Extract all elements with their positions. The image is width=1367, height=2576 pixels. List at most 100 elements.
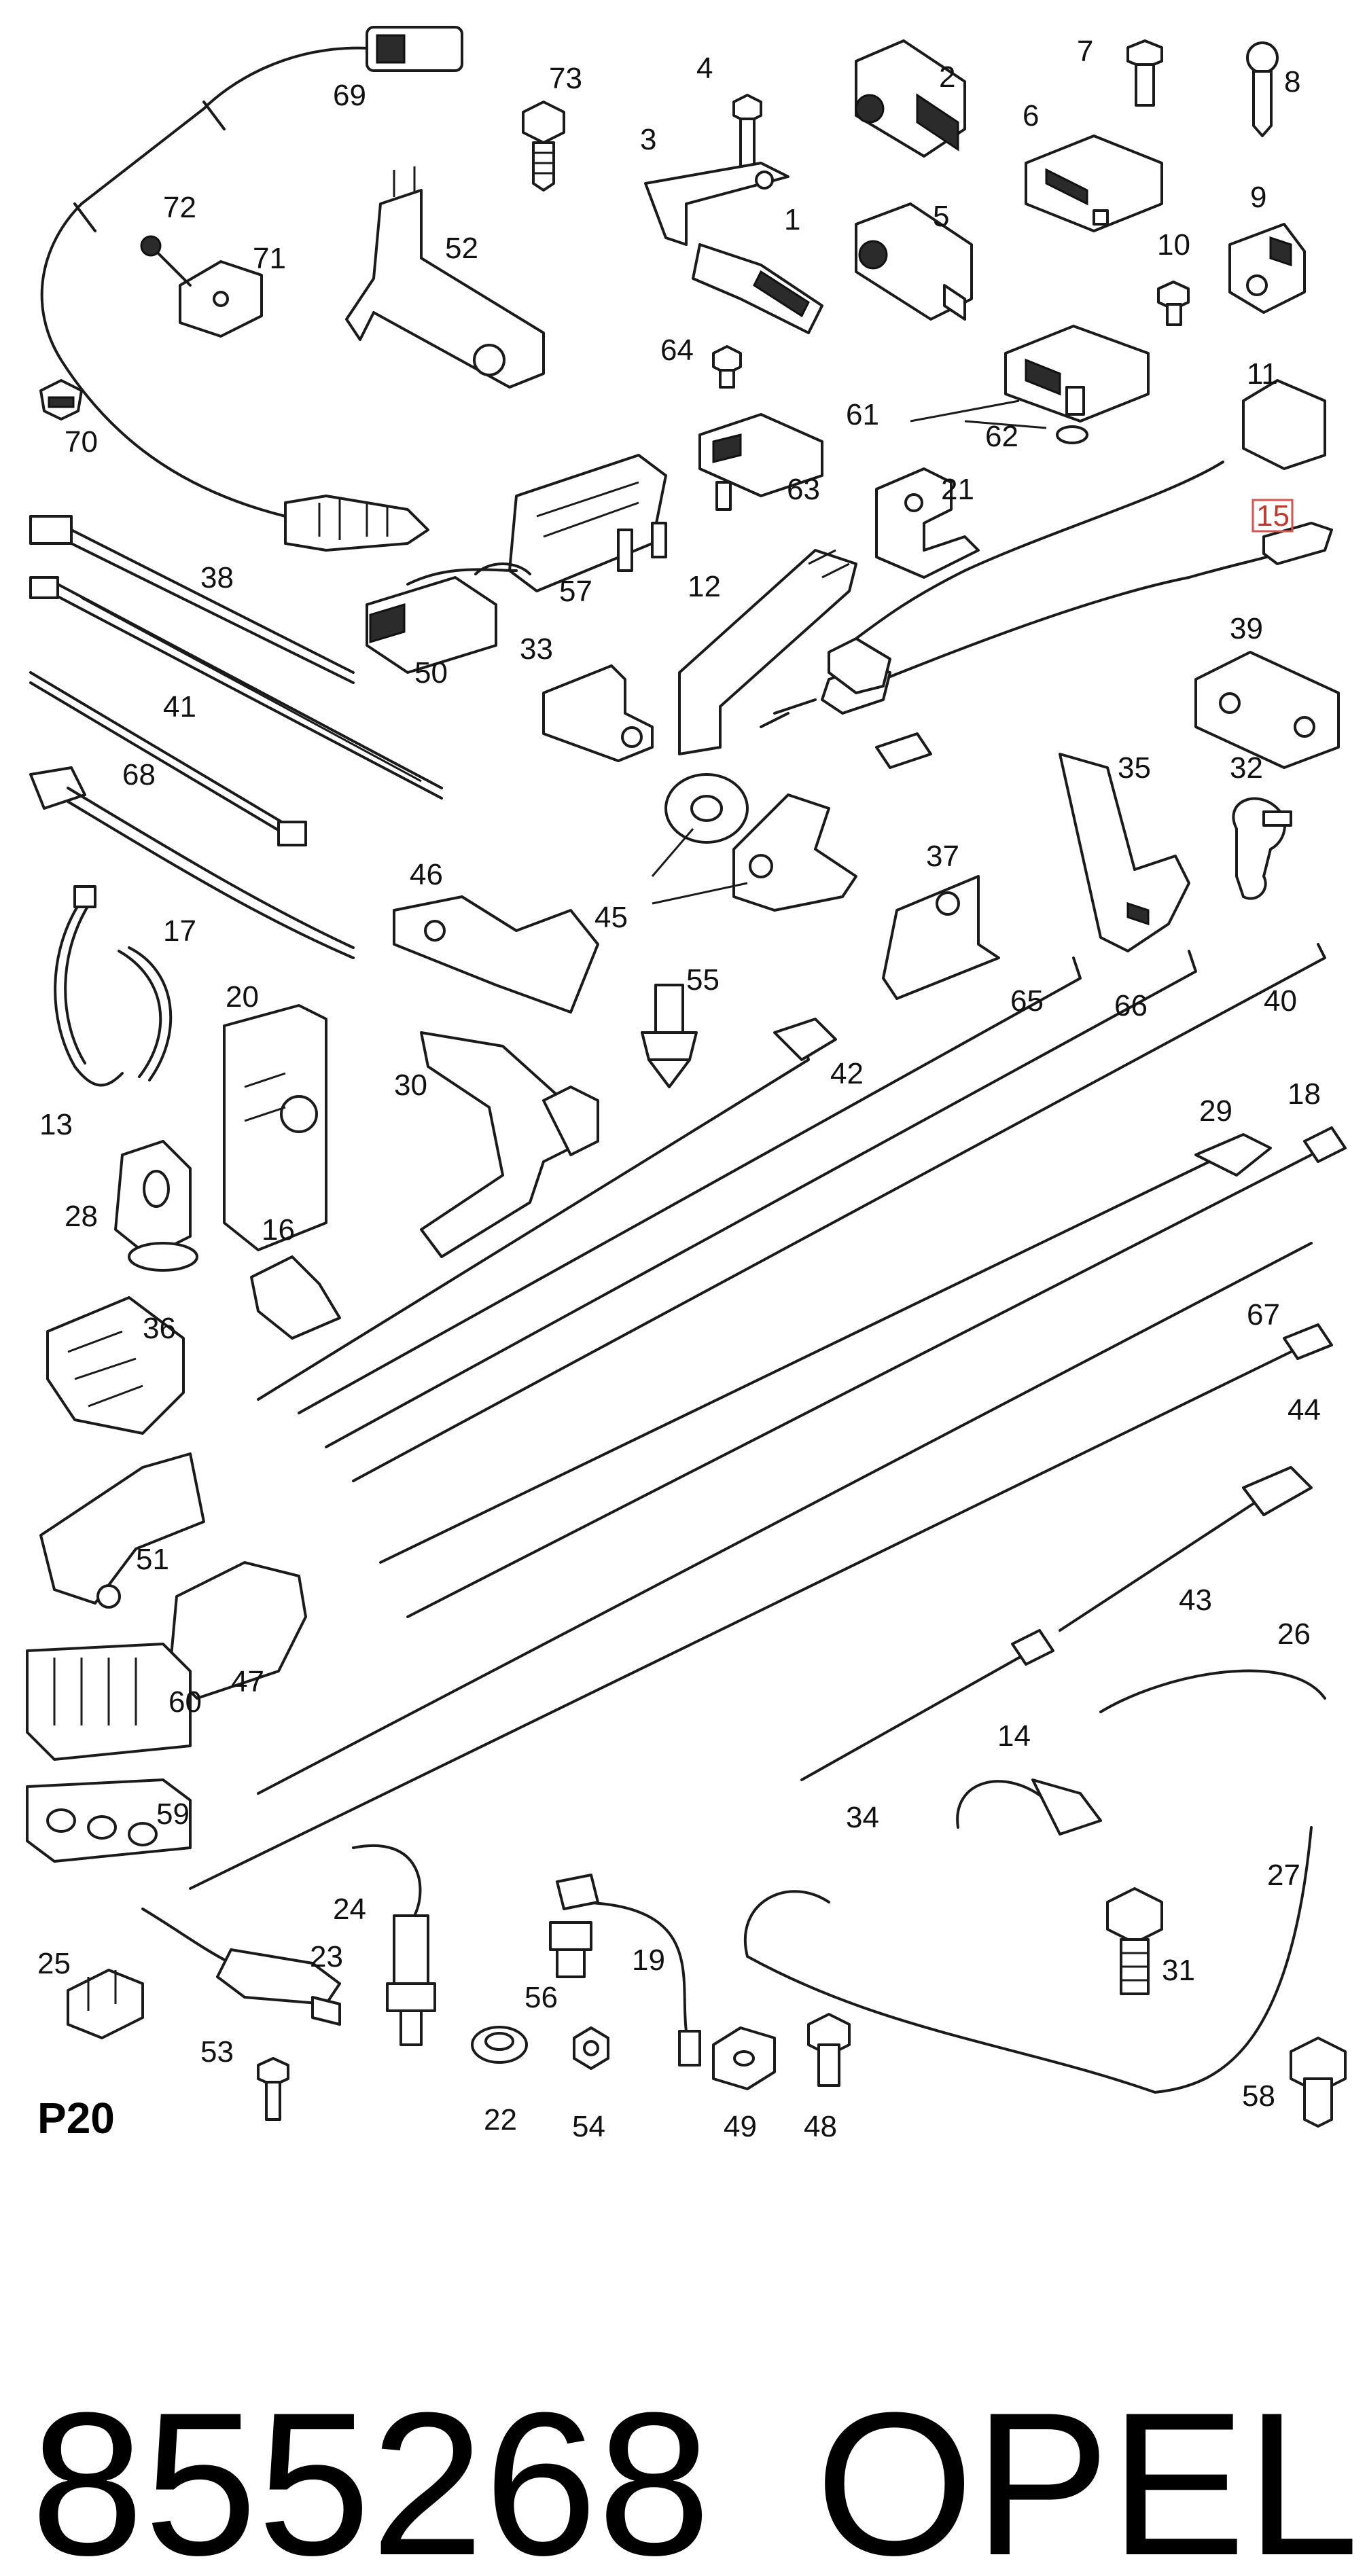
callout-19: 19 — [632, 1944, 665, 1977]
harness-bundle-drawing — [189, 943, 1347, 2094]
callout-46: 46 — [410, 858, 443, 891]
callout-71: 71 — [253, 242, 286, 275]
shield-46-drawing — [393, 895, 599, 1014]
callout-23: 23 — [310, 1940, 343, 1973]
callout-15-box — [1251, 499, 1294, 533]
callout-65: 65 — [1010, 984, 1044, 1018]
plug-56-drawing — [549, 1921, 592, 1978]
bracket-20-drawing — [223, 1004, 327, 1251]
bracket-39-drawing — [1194, 651, 1340, 769]
rivet-55-drawing — [641, 984, 698, 1088]
callout-10: 10 — [1157, 228, 1190, 262]
clip-16-drawing — [250, 1255, 341, 1340]
callout-43: 43 — [1179, 1584, 1212, 1617]
callout-56: 56 — [525, 1981, 558, 2014]
callout-2: 2 — [939, 60, 955, 94]
callout-13: 13 — [39, 1108, 73, 1141]
callout-33: 33 — [520, 632, 553, 666]
washer-62-drawing — [1056, 425, 1088, 444]
bracket-30-drawing — [420, 1031, 599, 1258]
bolt-73-drawing — [522, 101, 565, 192]
callout-20: 20 — [226, 980, 259, 1014]
clip-36-drawing — [46, 1296, 185, 1435]
bracket-45-drawing — [732, 793, 857, 912]
callout-44: 44 — [1288, 1393, 1321, 1427]
bracket-35-drawing — [1059, 753, 1190, 952]
callout-55: 55 — [686, 963, 720, 997]
callout-27: 27 — [1267, 1859, 1300, 1892]
callout-32: 32 — [1230, 751, 1263, 785]
bolt-48-drawing — [807, 2013, 851, 2087]
callout-63: 63 — [787, 473, 820, 506]
parts-artwork — [26, 26, 1347, 2128]
callout-70: 70 — [65, 425, 98, 459]
callout-72: 72 — [163, 191, 196, 224]
callout-17: 17 — [163, 914, 196, 948]
bolt-8-drawing — [1246, 41, 1279, 137]
sensor-2-drawing — [855, 39, 966, 158]
bolt-31-drawing — [1106, 1887, 1163, 1995]
callout-62: 62 — [985, 420, 1018, 453]
callout-58: 58 — [1242, 2079, 1275, 2113]
callout-35: 35 — [1118, 751, 1151, 785]
sensor-6-drawing — [1025, 135, 1163, 232]
callout-59: 59 — [156, 1797, 190, 1831]
callout-34: 34 — [846, 1801, 879, 1834]
callout-38: 38 — [200, 561, 234, 594]
callout-22: 22 — [484, 2103, 517, 2136]
callout-36: 36 — [143, 1312, 176, 1345]
sensor-11-drawing — [828, 379, 1326, 694]
page-code: P20 — [37, 2094, 115, 2143]
callout-54: 54 — [572, 2110, 605, 2143]
bracket-3-drawing — [644, 162, 789, 246]
cable-tie-68b-drawing — [29, 766, 355, 959]
clamp-32-drawing — [1232, 797, 1292, 900]
callout-67: 67 — [1247, 1298, 1280, 1331]
callout-48: 48 — [804, 2110, 837, 2143]
callout-66: 66 — [1114, 989, 1148, 1022]
callout-52: 52 — [445, 232, 478, 265]
callout-12: 12 — [688, 570, 721, 603]
callout-24: 24 — [333, 1893, 366, 1926]
callout-57: 57 — [559, 575, 592, 608]
bolt-53-drawing — [257, 2057, 289, 2121]
clamp-28-drawing — [114, 1140, 198, 1272]
bolt-4-drawing — [732, 94, 762, 168]
bracket-51-drawing — [39, 1452, 205, 1609]
clip-70-drawing — [39, 379, 83, 421]
bracket-37-drawing — [882, 875, 1000, 1000]
callout-60: 60 — [168, 1685, 202, 1719]
bolt-7-drawing — [1126, 39, 1163, 107]
callout-45: 45 — [594, 901, 628, 934]
sensor-50-drawing — [366, 562, 531, 674]
callout-61: 61 — [846, 398, 879, 431]
washer-45-drawing — [664, 773, 749, 844]
callout-47: 47 — [231, 1665, 264, 1698]
bracket-21-drawing — [875, 467, 980, 579]
bracket-52-drawing — [345, 166, 545, 389]
tie-13-drawing — [54, 885, 124, 1087]
callout-16: 16 — [262, 1213, 295, 1247]
callout-51: 51 — [136, 1543, 169, 1576]
bracket-33-drawing — [542, 664, 654, 762]
connector-1-drawing — [692, 243, 823, 334]
callout-50: 50 — [414, 656, 448, 690]
callout-28: 28 — [65, 1200, 98, 1233]
callout-15-highlight[interactable]: 15 — [1251, 499, 1294, 533]
callout-14: 14 — [997, 1719, 1031, 1753]
callout-30: 30 — [394, 1069, 427, 1102]
grommet-22-drawing — [471, 2026, 528, 2064]
cable-tie-41-drawing — [29, 576, 443, 800]
callout-73: 73 — [549, 62, 582, 95]
brand-name: OPEL — [815, 2369, 1359, 2576]
clip-25-drawing — [67, 1969, 144, 2039]
callout-11: 11 — [1247, 357, 1278, 391]
nut-49-drawing — [712, 2026, 776, 2090]
sensor-63-drawing — [698, 413, 823, 511]
callout-3: 3 — [640, 123, 656, 156]
sensor-24-drawing — [352, 1844, 436, 2046]
bolt-10-drawing — [1157, 281, 1190, 326]
cable-tie-38-drawing — [29, 515, 355, 684]
callout-53: 53 — [200, 2035, 234, 2069]
